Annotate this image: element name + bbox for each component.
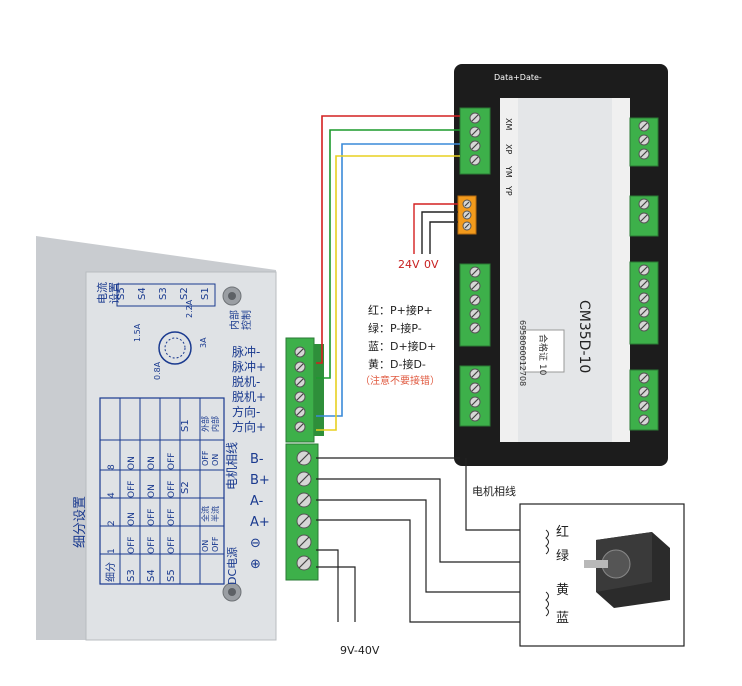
motor-wire-box <box>519 503 685 647</box>
dc-power-vertical: DC电源 <box>225 547 239 585</box>
wiring-note-2: 绿：P-接P- <box>368 321 422 335</box>
signal-terminal-block: 脉冲-脉冲+脱机-脱机+方向-方向+ <box>232 337 324 443</box>
dial-label-1: 1.5A <box>133 323 142 342</box>
current-dial-icon <box>158 331 192 365</box>
motor-wire-blue: 蓝 <box>556 611 569 626</box>
table-title: 细分设置 <box>73 496 88 548</box>
s1-val: ON <box>211 454 220 466</box>
wire-red <box>316 115 460 364</box>
table-cell: ON <box>147 456 157 470</box>
signal-terminal-label: 方向+ <box>232 419 266 434</box>
s2-col: 半流 <box>210 506 220 522</box>
table-cell: ON <box>127 512 137 526</box>
motor-wires <box>316 457 520 623</box>
motor-phase-vertical: 电机相线 <box>225 442 239 490</box>
s1-col: 外部 <box>200 416 210 432</box>
signal-terminal-label: 脱机+ <box>232 389 266 404</box>
power-wires-24v <box>413 203 458 254</box>
table-header: 细分 <box>104 562 117 582</box>
motor-wire-yellow: 黄 <box>556 583 569 598</box>
current-box-title-1: 电流 <box>95 282 109 304</box>
switch-s5: S5 <box>116 287 127 300</box>
s2-val: ON <box>201 540 210 552</box>
table-cell: 4 <box>107 492 117 498</box>
switch-s1: S1 <box>200 287 211 300</box>
power-terminal-label: ⊖ <box>250 536 261 551</box>
table-cell: ON <box>147 484 157 498</box>
power-terminal-block: B- B+ A- A+ ⊖ ⊕ 电机相线 DC电源 <box>225 442 319 585</box>
power-terminal-label: A+ <box>250 515 270 530</box>
current-box-title-2: 设置 <box>108 282 121 304</box>
internal-control-2: 控制 <box>240 310 253 330</box>
table-header: S4 <box>146 569 157 582</box>
stepper-motor-icon <box>584 532 670 608</box>
port-label-yp: YP <box>504 185 513 196</box>
controller-sticker: 合格证 10 <box>537 334 549 376</box>
signal-terminal-label: 脉冲+ <box>232 359 266 374</box>
wire-blue <box>316 143 460 417</box>
dial-label-2: 2.2A <box>185 299 194 318</box>
table-cell: OFF <box>147 537 157 554</box>
switch-s3: S3 <box>158 287 169 300</box>
switch-s2: S2 <box>179 287 190 300</box>
table-cell: OFF <box>167 509 177 526</box>
controller-label-panel <box>518 98 612 442</box>
table-cell: OFF <box>167 453 177 470</box>
dial-label-4: 3A <box>199 337 208 348</box>
wire-yellow <box>316 155 460 431</box>
table-cell: ON <box>127 456 137 470</box>
table-header: S5 <box>166 569 177 582</box>
power-terminal-label: ⊕ <box>250 557 261 572</box>
wiring-note-4: 黄：D-接D- <box>368 357 426 371</box>
table-cell: OFF <box>167 537 177 554</box>
s1-col: 内部 <box>210 416 220 432</box>
power-terminal-label: B+ <box>250 473 270 488</box>
table-cell: OFF <box>147 509 157 526</box>
controller-serial: 6958060012708 <box>518 320 527 386</box>
port-label-xp: XP <box>504 144 513 154</box>
motor-wire-red: 红 <box>556 524 569 540</box>
table-cell: OFF <box>127 537 137 554</box>
signal-wires <box>316 115 460 431</box>
label-24v: 24V <box>398 258 420 271</box>
power-terminal-label: B- <box>250 452 264 467</box>
wiring-warning: （注意不要接错） <box>360 374 440 387</box>
power-range-label: 9V-40V <box>340 644 380 657</box>
motor-phase-label: 电机相线 <box>472 484 516 498</box>
switch-s4: S4 <box>137 287 148 300</box>
table-cell: 8 <box>107 464 117 470</box>
signal-terminal-label: 方向- <box>232 404 260 419</box>
port-label-ym: YM <box>504 165 513 178</box>
signal-terminal-label: 脱机- <box>232 374 260 389</box>
wire-green <box>316 129 460 379</box>
s1-label: S1 <box>180 419 191 432</box>
table-cell: OFF <box>127 481 137 498</box>
s2-val: OFF <box>211 536 220 552</box>
table-cell: OFF <box>167 481 177 498</box>
s1-val: OFF <box>201 450 210 466</box>
port-label-xm: XM <box>504 118 513 130</box>
coil-icon <box>545 529 549 555</box>
s2-label: S2 <box>180 481 191 494</box>
table-header: S3 <box>126 569 137 582</box>
switch-label-box <box>116 283 216 307</box>
internal-control-1: 内部 <box>228 310 241 330</box>
signal-terminal-label: 脉冲- <box>232 344 260 359</box>
s2-col: 全流 <box>200 506 210 522</box>
coil-icon <box>545 591 549 617</box>
motor-wire-green: 绿 <box>556 549 569 564</box>
motion-controller: Data+Date- CM35D-10 合格证 10 6958060012708… <box>454 64 668 466</box>
power-terminal-label: A- <box>250 494 264 509</box>
wiring-note-3: 蓝：D+接D+ <box>368 340 436 353</box>
controller-model: CM35D-10 <box>576 300 592 373</box>
controller-top-label: Data+Date- <box>494 73 542 82</box>
label-0v: 0V <box>424 258 439 271</box>
wiring-note-1: 红：P+接P+ <box>368 304 433 317</box>
table-cell: 1 <box>107 548 117 554</box>
table-cell: 2 <box>107 520 117 526</box>
dial-label-3: 0.8A <box>153 361 162 380</box>
stepper-driver: S5 S4 S3 S2 S1 电流 设置 1.5A 2.2A 0.8A 3A 内… <box>36 236 277 641</box>
